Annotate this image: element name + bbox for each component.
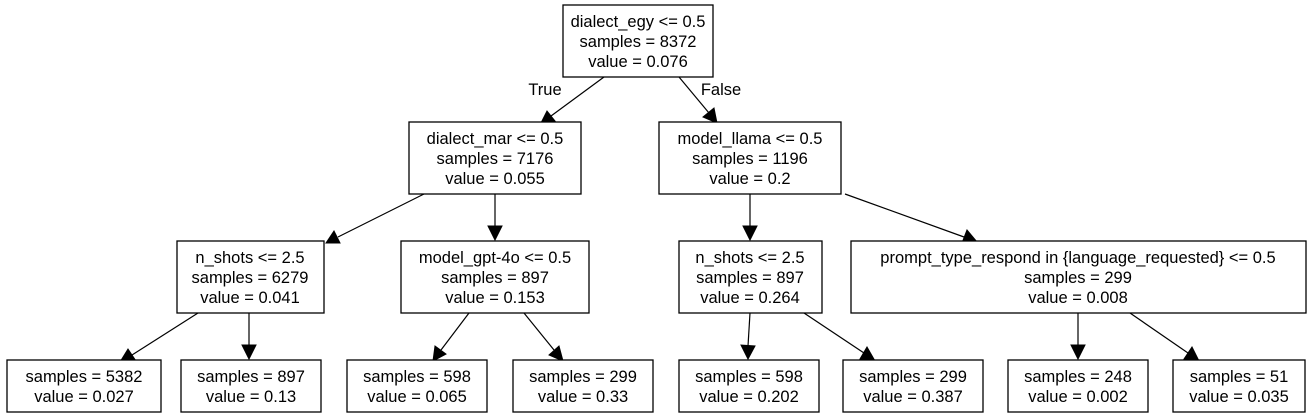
leaf-8-line-2: value = 0.035 <box>1189 388 1289 406</box>
edge-n6-l7-arrowhead <box>1070 344 1086 361</box>
leaf-5-box <box>678 359 820 413</box>
node-dialect-mar-line-3: value = 0.055 <box>445 170 545 188</box>
node-model-llama-line-3: value = 0.2 <box>709 170 790 188</box>
edge-n6-l8-arrowhead <box>1183 346 1200 362</box>
edge-n4-l4-arrowhead <box>548 345 564 362</box>
node-n-shots-right-line-3: value = 0.264 <box>700 289 800 307</box>
leaf-7-line-1: samples = 248 <box>1024 368 1132 386</box>
node-model-llama: model_llama <= 0.5 samples = 1196 value … <box>658 121 842 195</box>
leaf-7: samples = 248 value = 0.002 <box>1007 359 1149 413</box>
node-n-shots-left-line-1: n_shots <= 2.5 <box>195 249 304 267</box>
node-model-gpt4o-line-2: samples = 897 <box>441 269 549 287</box>
leaf-1: samples = 5382 value = 0.027 <box>6 359 162 413</box>
node-n-shots-right-line-2: samples = 897 <box>696 269 804 287</box>
leaf-4-line-2: value = 0.33 <box>538 388 628 406</box>
node-dialect-mar-box <box>408 121 582 195</box>
leaf-3-line-2: value = 0.065 <box>367 388 467 406</box>
node-root: dialect_egy <= 0.5 samples = 8372 value … <box>562 4 714 78</box>
node-prompt-type: prompt_type_respond in {language_request… <box>850 240 1307 314</box>
edge-n1-n3 <box>337 193 425 238</box>
leaf-2-box <box>180 359 322 413</box>
leaf-1-box <box>6 359 162 413</box>
edge-n4-l3 <box>440 312 470 351</box>
leaf-5-line-2: value = 0.202 <box>699 388 799 406</box>
node-n-shots-left-line-3: value = 0.041 <box>200 289 300 307</box>
leaf-2: samples = 897 value = 0.13 <box>180 359 322 413</box>
edge-root-n1 <box>550 76 605 117</box>
leaf-3-box <box>346 359 488 413</box>
leaf-6-line-1: samples = 299 <box>859 368 967 386</box>
edge-root-n2-arrowhead <box>702 107 718 124</box>
leaf-8-box <box>1172 359 1306 413</box>
leaf-5: samples = 598 value = 0.202 <box>678 359 820 413</box>
node-n-shots-left: n_shots <= 2.5 samples = 6279 value = 0.… <box>176 240 325 314</box>
node-n-shots-left-box <box>176 240 325 314</box>
leaf-1-line-2: value = 0.027 <box>34 388 134 406</box>
node-model-gpt4o-line-3: value = 0.153 <box>445 289 545 307</box>
node-n-shots-left-line-2: samples = 6279 <box>192 269 309 287</box>
leaf-7-line-2: value = 0.002 <box>1028 388 1128 406</box>
node-model-gpt4o: model_gpt-4o <= 0.5 samples = 897 value … <box>400 240 590 314</box>
edge-n1-n4-arrowhead <box>487 225 503 242</box>
node-model-gpt4o-box <box>400 240 590 314</box>
node-dialect-mar: dialect_mar <= 0.5 samples = 7176 value … <box>408 121 582 195</box>
edge-label-false: False <box>701 81 741 99</box>
edge-n2-n5-arrowhead <box>742 225 758 242</box>
leaf-2-line-2: value = 0.13 <box>206 388 296 406</box>
node-dialect-mar-line-2: samples = 7176 <box>437 150 554 168</box>
edge-n5-l6-arrowhead <box>859 346 876 362</box>
leaf-8-line-1: samples = 51 <box>1190 368 1289 386</box>
leaf-4-line-1: samples = 299 <box>529 368 637 386</box>
leaf-4: samples = 299 value = 0.33 <box>512 359 654 413</box>
edge-root-n1-arrowhead <box>540 110 556 124</box>
edge-n5-l5-arrowhead <box>740 344 756 361</box>
node-root-box <box>562 4 714 78</box>
node-model-gpt4o-line-1: model_gpt-4o <= 0.5 <box>419 249 571 267</box>
edge-label-true: True <box>528 81 561 99</box>
leaf-3-line-1: samples = 598 <box>363 368 471 386</box>
edge-n4-l3-arrowhead <box>432 345 447 362</box>
edge-n5-l5 <box>747 312 751 347</box>
leaf-6: samples = 299 value = 0.387 <box>842 359 984 413</box>
leaf-7-box <box>1007 359 1149 413</box>
leaf-2-line-1: samples = 897 <box>197 368 305 386</box>
node-root-line-1: dialect_egy <= 0.5 <box>571 13 706 31</box>
leaf-1-line-1: samples = 5382 <box>26 368 143 386</box>
leaf-5-line-1: samples = 598 <box>695 368 803 386</box>
node-prompt-type-line-2: samples = 299 <box>1024 269 1132 287</box>
leaf-4-box <box>512 359 654 413</box>
node-prompt-type-line-3: value = 0.008 <box>1028 289 1128 307</box>
node-prompt-type-line-1: prompt_type_respond in {language_request… <box>880 249 1275 267</box>
node-model-llama-line-1: model_llama <= 0.5 <box>678 130 823 148</box>
leaf-8: samples = 51 value = 0.035 <box>1172 359 1306 413</box>
leaf-6-line-2: value = 0.387 <box>863 388 963 406</box>
leaf-3: samples = 598 value = 0.065 <box>346 359 488 413</box>
tree-edges: True False <box>119 76 1200 363</box>
edge-n2-n6 <box>844 193 965 238</box>
node-model-llama-line-2: samples = 1196 <box>692 150 808 168</box>
node-root-line-3: value = 0.076 <box>588 53 688 71</box>
node-n-shots-right: n_shots <= 2.5 samples = 897 value = 0.2… <box>678 240 823 314</box>
edge-n3-l1 <box>131 312 199 356</box>
node-dialect-mar-line-1: dialect_mar <= 0.5 <box>427 130 564 148</box>
leaf-6-box <box>842 359 984 413</box>
edge-n6-l8 <box>1129 312 1189 354</box>
node-n-shots-right-box <box>678 240 823 314</box>
node-prompt-type-box <box>850 240 1307 314</box>
edge-n3-l2-arrowhead <box>241 344 257 361</box>
edge-n4-l4 <box>523 312 555 351</box>
edge-root-n2 <box>678 76 710 114</box>
edge-n5-l6 <box>803 312 865 354</box>
node-model-llama-box <box>658 121 842 195</box>
node-root-line-2: samples = 8372 <box>580 33 697 51</box>
node-n-shots-right-line-1: n_shots <= 2.5 <box>695 249 804 267</box>
edge-n1-n3-arrowhead <box>325 230 341 244</box>
